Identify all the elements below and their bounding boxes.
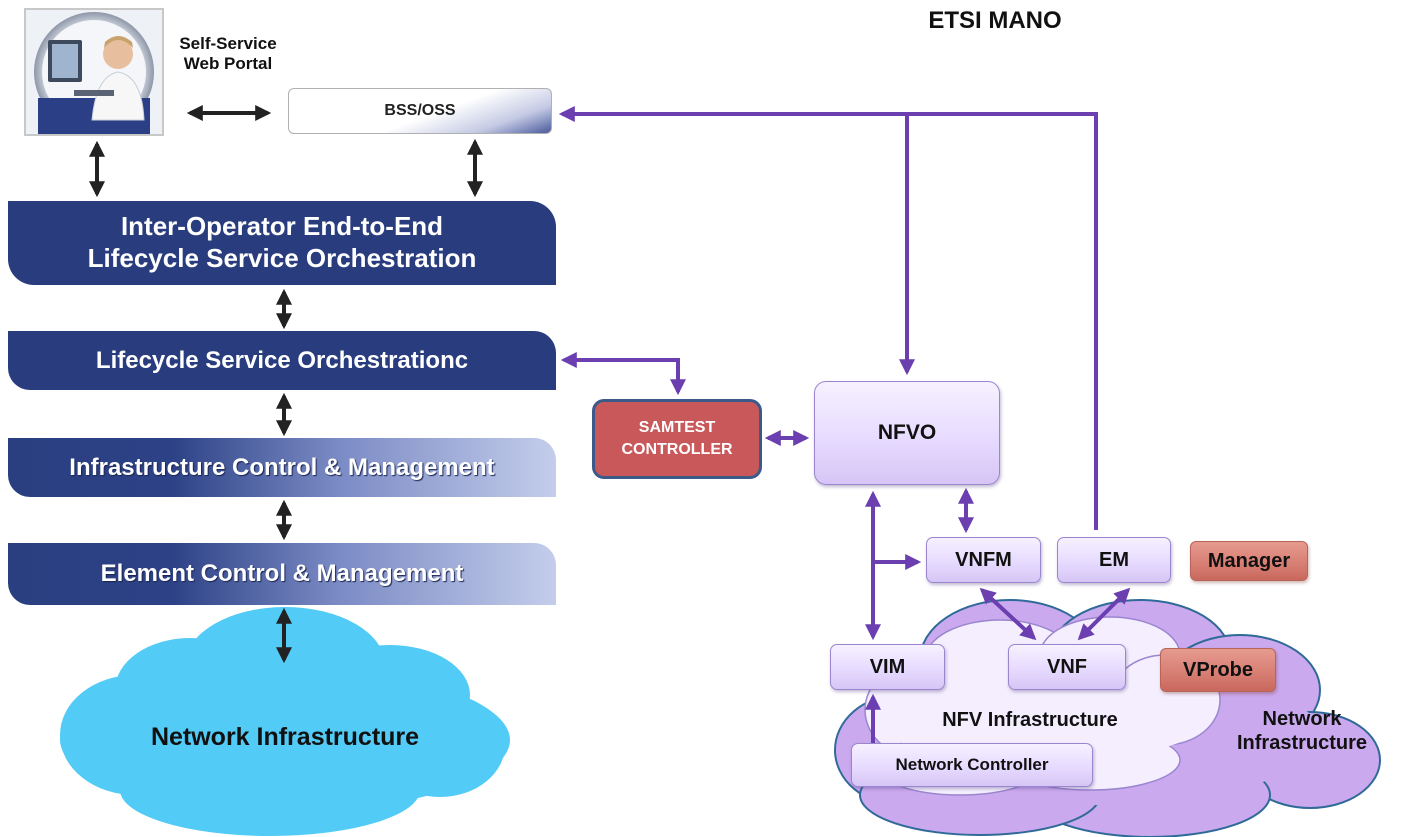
vnfm-label: VNFM	[955, 548, 1012, 571]
network-controller-label: Network Controller	[895, 755, 1049, 774]
nfv-infrastructure-label: NFV Infrastructure	[942, 709, 1118, 731]
samtest-line-1: SAMTEST	[638, 418, 716, 436]
manager-label: Manager	[1207, 549, 1291, 572]
network-infrastructure-left-label: Network Infrastructure	[150, 723, 420, 751]
vim-label: VIM	[869, 655, 906, 678]
network-infra-right-line-1: Network	[1262, 708, 1342, 730]
manager-box[interactable]: Manager	[1190, 541, 1308, 581]
network-infrastructure-right-label: Network Infrastructure	[1212, 707, 1392, 755]
element-control-label: Element Control & Management	[100, 560, 464, 588]
page-title: ETSI MANO	[928, 7, 1062, 34]
nfvo-label: NFVO	[877, 421, 937, 444]
inter-operator-line-2: Lifecycle Service Orchestration	[87, 243, 477, 273]
bss-oss-box[interactable]: BSS/OSS	[288, 88, 552, 134]
infrastructure-control-layer[interactable]: Infrastructure Control & Management	[8, 438, 556, 497]
portal-label-line-1: Self-Service	[179, 34, 277, 53]
user-at-computer-icon	[34, 12, 154, 134]
nfvo-box[interactable]: NFVO	[814, 381, 1000, 485]
inter-operator-layer[interactable]: Inter-Operator End-to-End Lifecycle Serv…	[8, 201, 556, 285]
lso-layer[interactable]: Lifecycle Service Orchestrationc	[8, 331, 556, 390]
bss-oss-label: BSS/OSS	[384, 102, 456, 119]
samtest-controller[interactable]: SAMTEST CONTROLLER	[592, 399, 762, 479]
network-controller-box[interactable]: Network Controller	[851, 743, 1093, 787]
vim-box[interactable]: VIM	[830, 644, 945, 690]
infrastructure-control-label: Infrastructure Control & Management	[69, 453, 495, 481]
em-box[interactable]: EM	[1057, 537, 1171, 583]
em-label: EM	[1099, 548, 1129, 571]
vnfm-box[interactable]: VNFM	[926, 537, 1041, 583]
inter-operator-line-1: Inter-Operator End-to-End	[120, 211, 444, 242]
vnf-box[interactable]: VNF	[1008, 644, 1126, 690]
element-control-layer[interactable]: Element Control & Management	[8, 543, 556, 605]
samtest-line-2: CONTROLLER	[621, 441, 733, 458]
vprobe-label: VProbe	[1182, 658, 1254, 681]
portal-label: Self-Service Web Portal	[160, 34, 296, 75]
portal-photo[interactable]	[24, 8, 164, 136]
portal-label-line-2: Web Portal	[183, 54, 273, 74]
vprobe-box[interactable]: VProbe	[1160, 648, 1276, 692]
lso-label: Lifecycle Service Orchestrationc	[95, 346, 469, 374]
vnf-label: VNF	[1047, 655, 1087, 678]
network-infrastructure-cloud-icon	[60, 607, 510, 836]
network-infra-right-line-2: Infrastructure	[1236, 732, 1368, 754]
